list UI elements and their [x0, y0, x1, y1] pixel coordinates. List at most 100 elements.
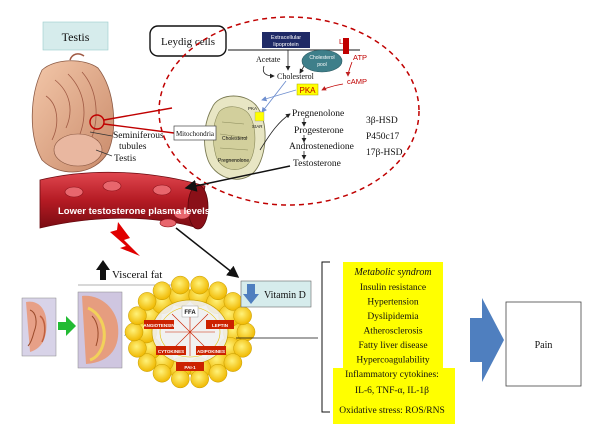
- metabolic-items-list: Insulin resistanceHypertensionDyslipidem…: [356, 283, 430, 366]
- seminiferous-pointer: [89, 131, 113, 137]
- enzyme-17b-hsd: 17β-HSD: [366, 148, 403, 158]
- pool-to-cholesterol-arrow: [299, 65, 305, 74]
- star-label: StAR: [252, 124, 263, 129]
- up-arrow-icon: [96, 260, 110, 280]
- cholesterol-pool: Cholesterol pool: [301, 49, 343, 73]
- enzyme-3b-hsd: 3β-HSD: [366, 116, 398, 126]
- svg-text:Cholesterol: Cholesterol: [309, 55, 334, 61]
- zoom-line-lower: [103, 123, 175, 134]
- vessel-to-vitamin-d-arrow: [175, 227, 240, 278]
- svg-text:Leydig cells: Leydig cells: [161, 36, 215, 48]
- fat-cell: [233, 339, 252, 358]
- pregnenolone-label: Pregnenolone: [292, 109, 344, 119]
- star-marker: [254, 111, 265, 122]
- leydig-cells-box: Leydig cells: [149, 25, 227, 57]
- fat-cell: [128, 306, 147, 325]
- svg-text:Pain: Pain: [535, 340, 553, 351]
- fat-cell: [233, 306, 252, 325]
- leptin-box: [206, 320, 234, 329]
- testosterone-label: Testosterone: [293, 159, 341, 169]
- camp-pka-arrow: [321, 83, 344, 91]
- atp-camp-arrow: [345, 61, 353, 77]
- fat-cell: [171, 275, 190, 295]
- testis-small-label: Testis: [114, 154, 136, 164]
- seminiferous-label-line1: Seminiferous: [113, 130, 164, 141]
- svg-text:lipoprotein: lipoprotein: [273, 42, 298, 48]
- testis-anatomy-illustration: [31, 53, 115, 173]
- fat-cell: [223, 353, 243, 372]
- list-bracket: [321, 261, 330, 413]
- fat-cell: [137, 353, 157, 372]
- cytokines-label: CYTOKINES: [158, 349, 184, 354]
- leptin-label: LEPTIN: [212, 323, 228, 328]
- angiotensin-label: ANGIOTENSIN: [143, 323, 174, 328]
- svg-text:Testis: Testis: [62, 30, 90, 44]
- testis-pointer: [95, 149, 113, 157]
- metabolic-item-3: Atherosclerosis: [363, 327, 422, 337]
- cytokines-box: [156, 346, 186, 355]
- pai1-label: PAI-1: [184, 365, 196, 370]
- vitamin-d-box: Vitamin D: [240, 280, 312, 308]
- metabolic-item-2: Dyslipidemia: [367, 312, 419, 322]
- cholesterol-label: Cholesterol: [277, 72, 315, 81]
- metabolic-item-1: Hypertension: [367, 298, 418, 308]
- metabolic-item-4: Fatty liver disease: [358, 341, 427, 351]
- enzyme-p450c17: P450c17: [366, 132, 400, 142]
- adipokines-box: [196, 346, 226, 355]
- mito-to-pregnenolone-arrow: [259, 113, 291, 151]
- extracellular-lipoprotein-box: Extracellular lipoprotein: [262, 32, 310, 48]
- fat-cell: [137, 292, 157, 311]
- angiotensin-box: [144, 320, 174, 329]
- svg-text:Mitochondria: Mitochondria: [176, 130, 215, 138]
- testis-label-box: Testis: [42, 21, 109, 51]
- adipokines-label: ADIPOKINES: [197, 349, 225, 354]
- metabolic-syndrome-panel: [333, 262, 455, 424]
- pka-small-label: PKA: [248, 106, 257, 111]
- svg-text:PKA: PKA: [299, 86, 316, 95]
- lh-label: LH: [339, 37, 349, 46]
- camp-label: cAMP: [347, 77, 367, 86]
- lightning-bolt-icon: [110, 222, 140, 256]
- mitochondria-label-box: Mitochondria: [173, 125, 217, 141]
- inflammatory-items: IL-6, TNF-α, IL-1β: [355, 386, 429, 396]
- green-arrow-icon: [58, 316, 76, 336]
- ffa-box: [181, 305, 199, 318]
- adipose-cluster: [124, 275, 256, 389]
- big-right-arrow-icon: [470, 298, 504, 382]
- blood-vessel: [39, 171, 209, 230]
- acetate-label: Acetate: [256, 55, 281, 64]
- vitamin-d-label: Vitamin D: [264, 290, 306, 301]
- fat-cell: [190, 369, 209, 389]
- visceral-fat-label: Visceral fat: [112, 269, 162, 281]
- fat-cell: [124, 322, 144, 342]
- zoom-line-upper: [103, 107, 173, 121]
- abdomen-fat-illustration: [77, 291, 123, 369]
- fat-cell: [171, 369, 190, 389]
- fat-cell: [208, 363, 228, 383]
- pka-box: PKA: [296, 83, 319, 96]
- abdomen-thin-illustration: [21, 297, 57, 357]
- cholesterol-to-mito-arrow: [261, 80, 287, 113]
- metabolic-item-0: Insulin resistance: [360, 283, 426, 293]
- pka-to-star-arrow: [261, 89, 297, 102]
- lower-testosterone-label: Lower testosterone plasma levels: [58, 206, 210, 217]
- metabolic-syndrome-title: Metabolic syndrom: [353, 267, 431, 278]
- androstenedione-label: Androstenedione: [289, 142, 354, 152]
- svg-text:Extracellular: Extracellular: [271, 35, 301, 41]
- acetate-arrow: [262, 65, 275, 79]
- progesterone-label: Progesterone: [294, 126, 344, 136]
- metabolic-item-5: Hypercoagulability: [356, 356, 430, 366]
- mito-pregnenolone-label: Pregnenolone: [218, 158, 249, 164]
- fat-cell: [208, 281, 228, 301]
- fat-cell: [128, 339, 147, 358]
- pain-box: Pain: [505, 301, 582, 387]
- inflammatory-title: Inflammatory cytokines:: [345, 369, 439, 380]
- leydig-cell-oval: [158, 16, 420, 206]
- ffa-label: FFA: [184, 310, 196, 316]
- oxidative-stress: Oxidative stress: ROS/RNS: [339, 406, 445, 416]
- lh-receptor: [343, 38, 349, 54]
- seminiferous-label-line2: tubules: [119, 142, 147, 152]
- testosterone-to-vessel-arrow: [184, 165, 291, 192]
- fat-cell: [152, 281, 172, 301]
